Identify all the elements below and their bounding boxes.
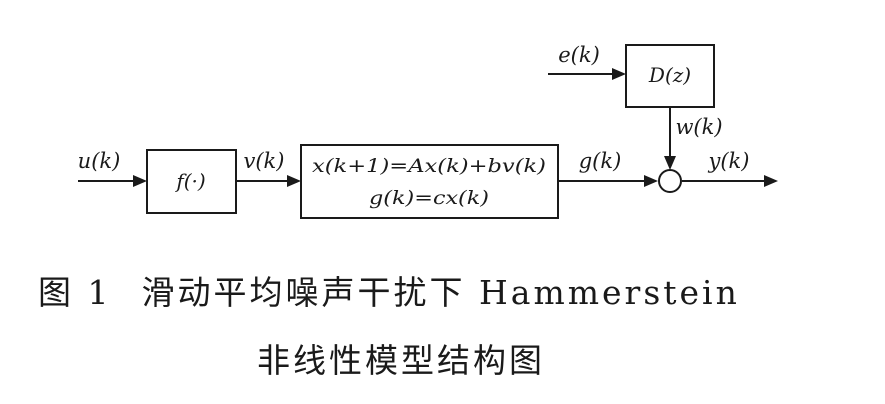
arrowhead-into-sum-horizontal — [644, 175, 658, 187]
block-diagram: f(·) D(z) x(k+1)=Ax(k)+bv(k) g(k)=cx(k) … — [78, 43, 778, 219]
arrowhead-into-sum-vertical — [664, 156, 676, 170]
caption-title-part1: 滑动平均噪声干扰下 Hammerstein — [141, 273, 740, 312]
signal-label-e: e(k) — [558, 43, 600, 67]
arrowhead-into-system — [287, 175, 301, 187]
f-nonlinearity-block — [146, 149, 237, 214]
signal-label-g: g(k) — [579, 149, 622, 173]
signal-label-v: v(k) — [244, 149, 285, 173]
figure-caption-line2: 非线性模型结构图 — [0, 334, 885, 382]
system-equation-line2: g(k)=cx(k) — [369, 187, 489, 209]
caption-title-part2: 非线性模型结构图 — [257, 341, 545, 380]
dz-filter-block — [625, 44, 715, 108]
dz-block-label: D(z) — [648, 63, 691, 87]
linear-system-block — [300, 144, 559, 219]
figure-caption-line1: 图 1 滑动平均噪声干扰下 Hammerstein — [0, 266, 885, 314]
f-block-label: f(·) — [174, 169, 205, 193]
signal-label-y: y(k) — [708, 149, 750, 173]
arrowhead-into-f — [133, 175, 147, 187]
figure-number: 图 1 — [38, 273, 112, 312]
arrowhead-into-dz — [612, 68, 626, 80]
system-equation-line1: x(k+1)=Ax(k)+bv(k) — [312, 155, 546, 177]
summing-junction — [658, 169, 682, 193]
signal-label-u: u(k) — [78, 149, 121, 173]
arrowhead-output — [764, 175, 778, 187]
signal-label-w: w(k) — [675, 115, 722, 139]
